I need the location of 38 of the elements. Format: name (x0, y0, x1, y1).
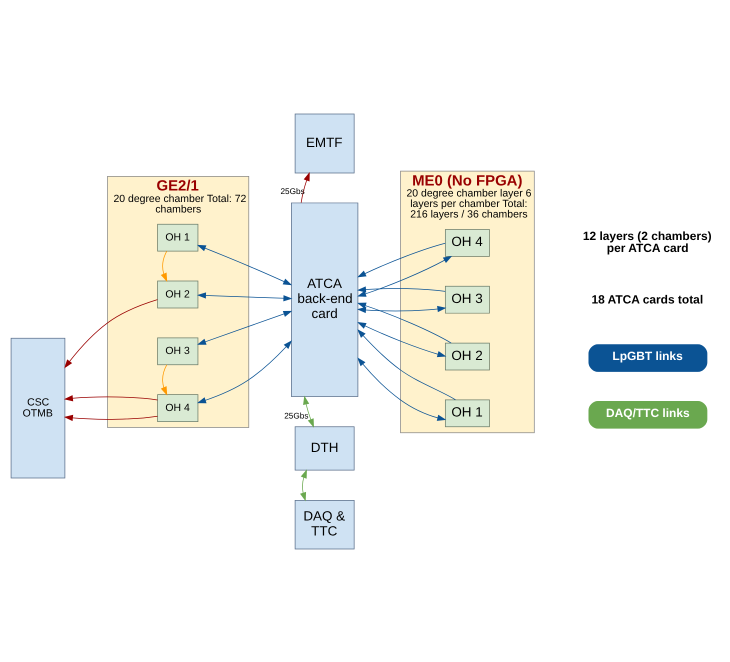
arrow (64, 414, 158, 421)
node-box: CSC OTMB (10, 337, 66, 478)
node-box: OH 2 (157, 280, 198, 308)
node-box: EMTF (294, 113, 355, 173)
node-box: DAQ & TTC (294, 500, 355, 549)
arrow (357, 322, 446, 357)
arrow (196, 244, 292, 285)
node-box: ATCA back-end card (291, 202, 358, 396)
node-box: OH 2 (444, 342, 490, 370)
arrow (196, 292, 292, 301)
legend-label: LpGBT links (612, 348, 683, 363)
arrow (197, 310, 292, 344)
arrow (160, 250, 168, 282)
arrow (303, 395, 314, 428)
arrow (357, 305, 446, 313)
arrow (357, 302, 452, 343)
arrow (197, 340, 292, 403)
node-box: OH 3 (157, 336, 198, 365)
node-box: DTH (294, 426, 355, 470)
legend-label: DAQ/TTC links (606, 405, 690, 420)
arrow (64, 394, 158, 401)
arrow (357, 286, 446, 292)
edge-label: 25Gbs (284, 410, 308, 420)
node-box: OH 1 (444, 399, 490, 427)
arrow (160, 364, 168, 396)
arrow (64, 298, 158, 368)
arrow (357, 356, 446, 420)
node-box: OH 4 (444, 228, 490, 256)
arrow (357, 255, 452, 296)
arrow (357, 328, 456, 400)
arrow (300, 172, 310, 203)
node-box: OH 4 (157, 394, 198, 422)
arrow (300, 468, 307, 501)
label: 18 ATCA cards total (591, 292, 704, 306)
arrow (357, 242, 446, 277)
node-box: OH 3 (444, 285, 490, 314)
node-box: OH 1 (157, 223, 198, 252)
label: 12 layers (2 chambers) per ATCA card (582, 228, 712, 254)
